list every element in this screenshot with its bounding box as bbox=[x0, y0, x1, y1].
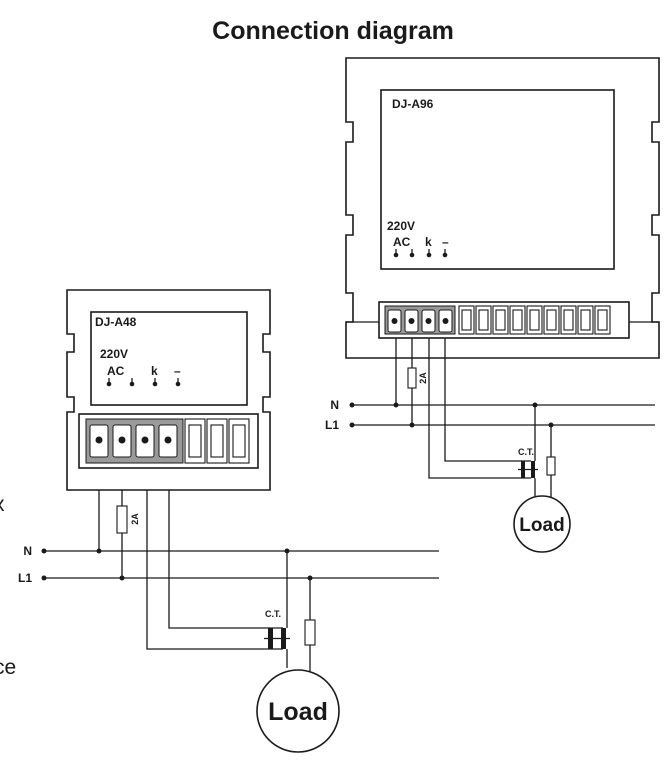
load-label-top: Load bbox=[519, 515, 564, 536]
edge-text-2: ce bbox=[0, 656, 16, 679]
meter-dj-a48-pins bbox=[106, 378, 181, 387]
fuse-2a-bottom-label: 2A bbox=[130, 513, 140, 525]
meter-dj-a48-display bbox=[90, 311, 248, 406]
meter-dj-a48-terminal-minus: – bbox=[174, 364, 181, 378]
meter-dj-a96-terminal-ac: AC bbox=[393, 235, 411, 249]
current-transformer-bottom bbox=[264, 628, 290, 649]
fuse-2a-top-label: 2A bbox=[418, 372, 428, 384]
wiring-dj-a48: N L1 2A C.T. Load bbox=[18, 490, 439, 753]
neutral-line-label-top: N bbox=[330, 398, 339, 412]
live-line-label-top: L1 bbox=[325, 418, 339, 432]
meter-dj-a96-model: DJ-A96 bbox=[392, 97, 434, 111]
meter-dj-a96-terminal-k: k bbox=[425, 235, 432, 249]
load-circle-bottom bbox=[256, 669, 340, 753]
wiring-dj-a96: N L1 2A C.T. Load bbox=[325, 338, 655, 553]
meter-dj-a48: DJ-A48 220V AC k – bbox=[66, 289, 271, 491]
fuse-2a-top bbox=[407, 367, 417, 389]
meter-dj-a48-terminals bbox=[85, 418, 250, 464]
meter-dj-a96: DJ-A96 220V AC k – bbox=[345, 57, 660, 359]
load-circle-top bbox=[513, 495, 571, 553]
diagram-title: Connection diagram bbox=[212, 17, 454, 45]
load-branch-box-top bbox=[546, 456, 556, 476]
meter-dj-a96-terminals bbox=[384, 305, 611, 335]
live-line-label-bottom: L1 bbox=[18, 571, 32, 585]
meter-dj-a48-terminal-ac: AC bbox=[107, 364, 125, 378]
meter-dj-a96-supply: 220V bbox=[387, 219, 415, 233]
load-label-bottom: Load bbox=[268, 698, 328, 726]
fuse-2a-bottom bbox=[116, 505, 128, 534]
neutral-line-label-bottom: N bbox=[23, 544, 32, 558]
meter-dj-a96-pins bbox=[393, 249, 448, 258]
meter-dj-a48-supply: 220V bbox=[100, 347, 128, 361]
edge-text-1: x bbox=[0, 493, 5, 516]
meter-dj-a48-model: DJ-A48 bbox=[95, 315, 137, 329]
load-branch-box-bottom bbox=[304, 619, 316, 646]
meter-dj-a48-terminal-k: k bbox=[151, 364, 158, 378]
meter-dj-a96-terminal-minus: – bbox=[442, 235, 449, 249]
ct-label-top: C.T. bbox=[518, 447, 534, 457]
ct-label-bottom: C.T. bbox=[265, 609, 281, 619]
meter-dj-a96-display bbox=[380, 89, 615, 270]
current-transformer-top bbox=[518, 461, 538, 478]
